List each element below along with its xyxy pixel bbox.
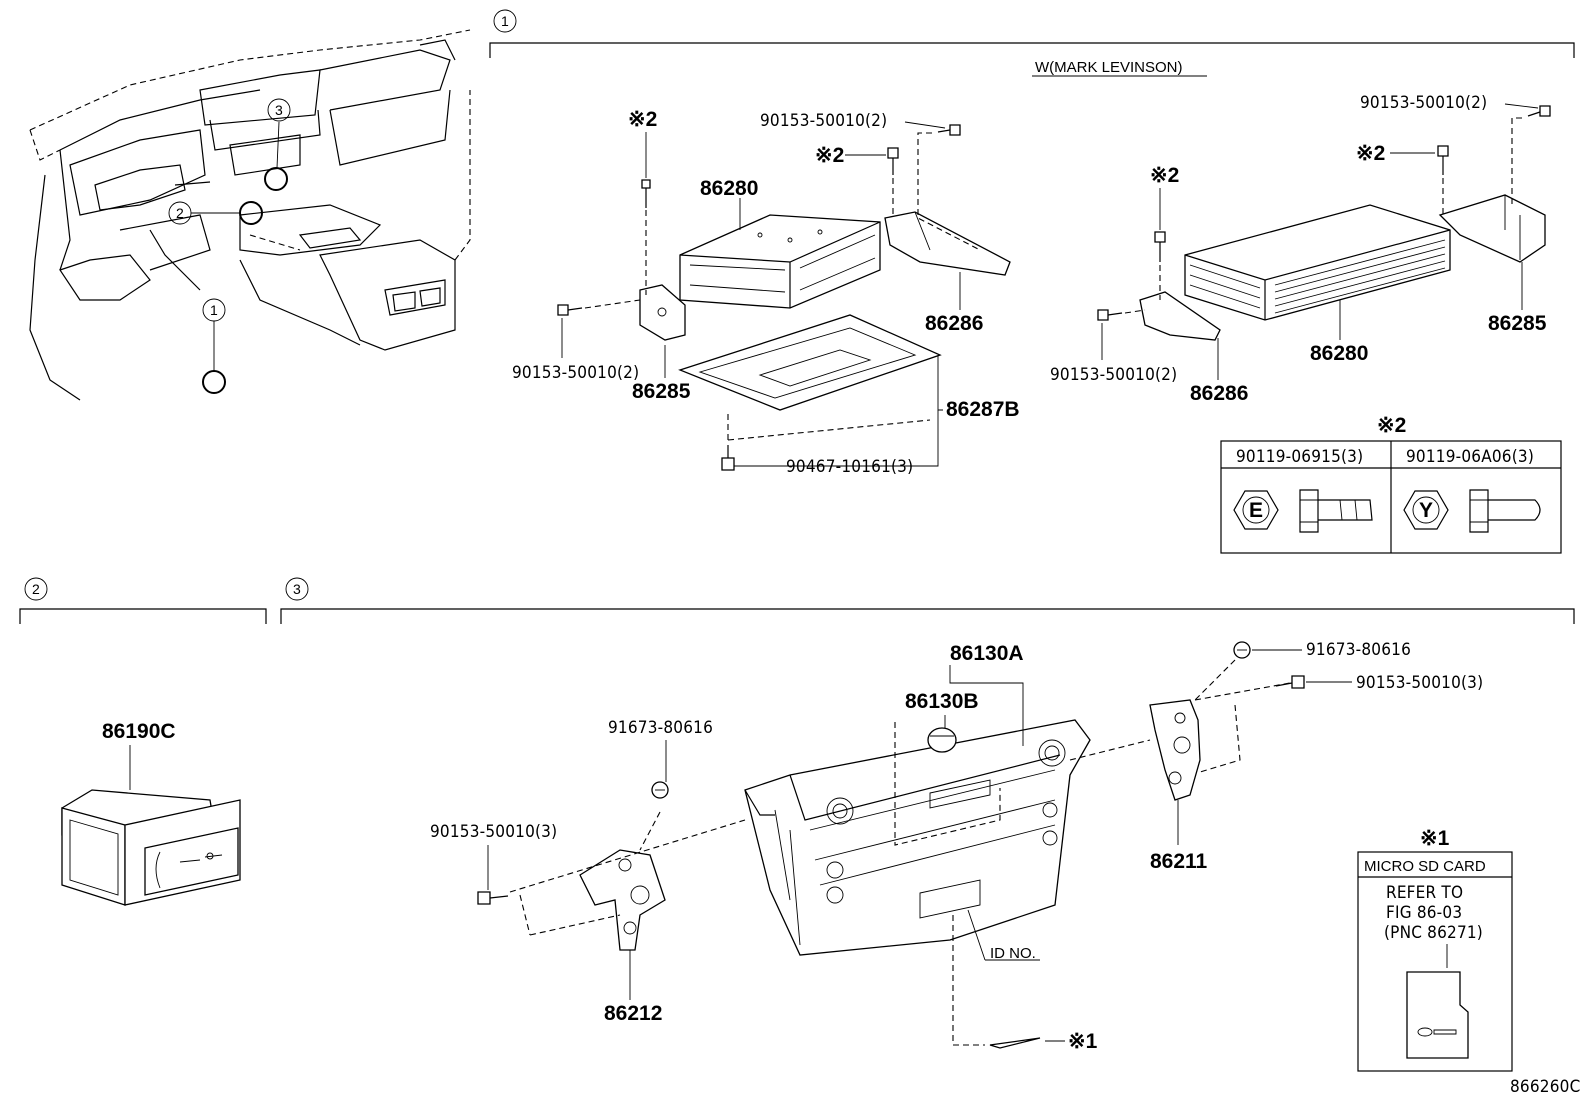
variant-label: W(MARK LEVINSON): [1035, 59, 1183, 76]
screw-icon: [651, 781, 669, 799]
bolt-icon: [887, 147, 899, 175]
sd-box-line1: REFER TO: [1386, 883, 1463, 903]
amplifier-assembly-mark-levinson: 86280 86286 86285 ※2 ※2 90153-500: [1050, 93, 1551, 405]
section-1-number: 1: [501, 13, 509, 29]
section-1-header: 1 W(MARK LEVINSON): [489, 9, 1575, 77]
label-86286-b: 86286: [1190, 382, 1248, 405]
label-86190C: 86190C: [102, 720, 176, 743]
nut-icon: [721, 445, 735, 471]
label-86285-b: 86285: [1488, 312, 1547, 335]
bolt-icon: [557, 304, 583, 316]
bolt-label-d: 90153-50010(2): [1050, 365, 1177, 385]
bolt-icon: [1527, 105, 1551, 117]
fastener-part-1: 90119-06915(3): [1236, 447, 1363, 467]
screw-icon: [1233, 641, 1251, 659]
bolt-label-b: 90153-50010(2): [512, 363, 639, 383]
label-86287B: 86287B: [946, 398, 1020, 421]
fastener-part-2: 90119-06A06(3): [1406, 447, 1534, 467]
sd-box-line3: (PNC 86271): [1384, 923, 1483, 943]
label-86130A: 86130A: [950, 642, 1024, 665]
note2-c: ※2: [1150, 164, 1179, 187]
label-86212: 86212: [604, 1002, 662, 1025]
sd-card-box: [1357, 851, 1513, 1072]
micro-sd-card-icon: [1406, 971, 1469, 1059]
label-86285-a: 86285: [632, 380, 691, 403]
bolt-icon: [1437, 145, 1449, 175]
bolt-icon: [641, 179, 651, 208]
section-3: 3 86130A 86130B ID NO. ※1: [280, 577, 1575, 1072]
amplifier-assembly-standard: 86280 86285 86287B 86286 ※2 ※2: [512, 108, 1020, 477]
note1-a: ※1: [1068, 1030, 1098, 1053]
id-no-label: ID NO.: [990, 945, 1036, 962]
dashboard-overview: 3 2 1: [29, 29, 471, 401]
sd-box-title: MICRO SD CARD: [1364, 858, 1486, 875]
fastener-mark-y: Y: [1419, 499, 1433, 522]
nut-label: 90467-10161(3): [786, 457, 913, 477]
hex-bolt-head-icon: Y: [1403, 490, 1449, 530]
note2-a: ※2: [628, 108, 657, 131]
hex-bolt-head-icon: E: [1233, 490, 1279, 530]
fastener-table-title: ※2: [1377, 414, 1406, 437]
bolt-icon: [477, 891, 509, 905]
label-86211: 86211: [1150, 850, 1208, 873]
fastener-mark-e: E: [1249, 499, 1263, 522]
fastener-table: ※2 90119-06915(3) 90119-06A06(3) E Y: [1220, 414, 1562, 554]
overview-callout-1: 1: [210, 302, 218, 318]
bolt-icon: [1275, 675, 1305, 689]
bolt-icon: [937, 124, 961, 136]
screw-label-b: 91673-80616: [1306, 640, 1411, 660]
section-2: 2 86190C: [19, 577, 267, 906]
section-2-number: 2: [32, 581, 40, 597]
bolt-label-c: 90153-50010(2): [1360, 93, 1487, 113]
bolt-label-f: 90153-50010(3): [1356, 673, 1483, 693]
screw-label-a: 91673-80616: [608, 718, 713, 738]
sd-box-line2: FIG 86-03: [1386, 903, 1462, 923]
section-3-number: 3: [293, 581, 301, 597]
figure-id: 866260C: [1510, 1077, 1580, 1097]
bolt-icon: [1154, 231, 1166, 262]
bolt-label-e: 90153-50010(3): [430, 822, 557, 842]
label-86280-a: 86280: [700, 177, 758, 200]
label-86280-b: 86280: [1310, 342, 1368, 365]
bolt-icon: [1097, 309, 1123, 321]
bolt-side-icon: [1299, 489, 1373, 533]
bolt-label-a: 90153-50010(2): [760, 111, 887, 131]
label-86130B: 86130B: [905, 690, 979, 713]
overview-callout-3: 3: [275, 102, 283, 118]
label-86286-a: 86286: [925, 312, 983, 335]
note1-b: ※1: [1420, 827, 1450, 850]
overview-callout-2: 2: [176, 205, 184, 221]
note2-d: ※2: [1356, 142, 1385, 165]
knob-icon: [927, 727, 957, 753]
bolt-side-icon: [1469, 489, 1541, 533]
note2-b: ※2: [815, 144, 844, 167]
